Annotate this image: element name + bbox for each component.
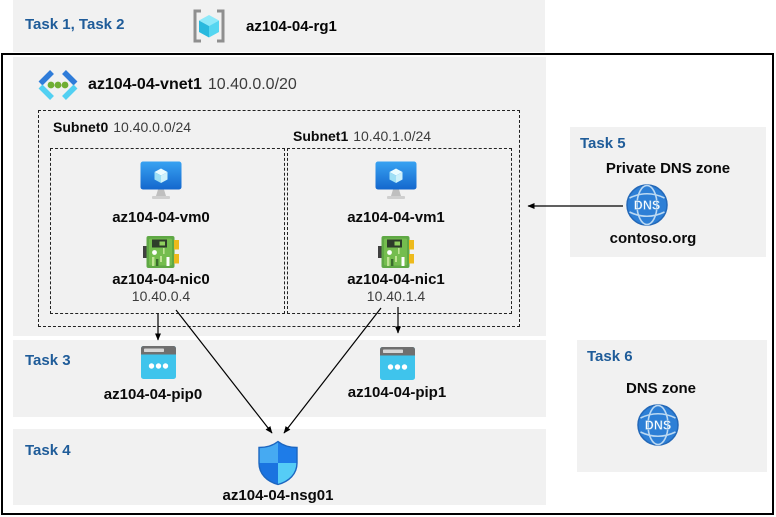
- environment-border: [1, 53, 774, 515]
- subnet1-box: [287, 148, 512, 314]
- nic-icon: [143, 236, 179, 268]
- nic-icon: [378, 236, 414, 268]
- dns-zone-icon: [637, 404, 679, 446]
- vnet-cidr: 10.40.0.0/20: [207, 76, 297, 93]
- nic0-private-ip: 10.40.0.4: [131, 288, 191, 304]
- task-6-heading: Task 6: [587, 348, 633, 365]
- subnets-container-box: [38, 110, 520, 327]
- task-3-heading: Task 3: [25, 352, 71, 369]
- subnet0-cidr: 10.40.0.0/24: [113, 119, 192, 135]
- pip0-name: az104-04-pip0: [103, 386, 203, 403]
- resource-group-band: Task 1, Task 2 az104-04-rg1: [13, 0, 545, 52]
- subnet1-name: Subnet1: [293, 128, 349, 144]
- task3-band: Task 3: [13, 340, 546, 417]
- dns-zone-icon: [626, 184, 668, 226]
- private-dns-zone-name: contoso.org: [609, 230, 697, 247]
- task-1-2-heading: Task 1, Task 2: [25, 16, 125, 33]
- vnet-title: az104-04-vnet1 10.40.0.0/20: [88, 76, 297, 94]
- subnet1-cidr: 10.40.1.0/24: [353, 128, 432, 144]
- private-dns-zone-title: Private DNS zone: [605, 160, 731, 177]
- virtual-network-icon: [36, 69, 80, 101]
- vm-icon: [375, 161, 417, 199]
- task-5-heading: Task 5: [580, 135, 626, 152]
- pip1-name: az104-04-pip1: [347, 384, 447, 401]
- task6-panel: Task 6 DNS zone: [577, 340, 767, 472]
- task-4-heading: Task 4: [25, 442, 71, 459]
- vnet-name: az104-04-vnet1: [88, 76, 202, 93]
- subnet0-name: Subnet0: [53, 119, 109, 135]
- resource-group-icon: [193, 9, 225, 43]
- nic1-private-ip: 10.40.1.4: [366, 288, 426, 304]
- vm0-name: az104-04-vm0: [112, 209, 210, 226]
- nsg-shield-icon: [257, 440, 299, 486]
- nic1-name: az104-04-nic1: [347, 271, 445, 288]
- subnet0-box: [50, 148, 285, 314]
- public-ip-icon: [380, 347, 415, 380]
- dns-zone-title: DNS zone: [625, 380, 696, 397]
- nic0-name: az104-04-nic0: [112, 271, 210, 288]
- public-ip-icon: [141, 346, 176, 379]
- vm1-name: az104-04-vm1: [347, 209, 445, 226]
- vm-icon: [140, 161, 182, 199]
- nsg-name: az104-04-nsg01: [222, 487, 334, 504]
- task5-panel: Task 5 Private DNS zone contoso.org: [570, 127, 766, 257]
- resource-group-name: az104-04-rg1: [246, 18, 337, 35]
